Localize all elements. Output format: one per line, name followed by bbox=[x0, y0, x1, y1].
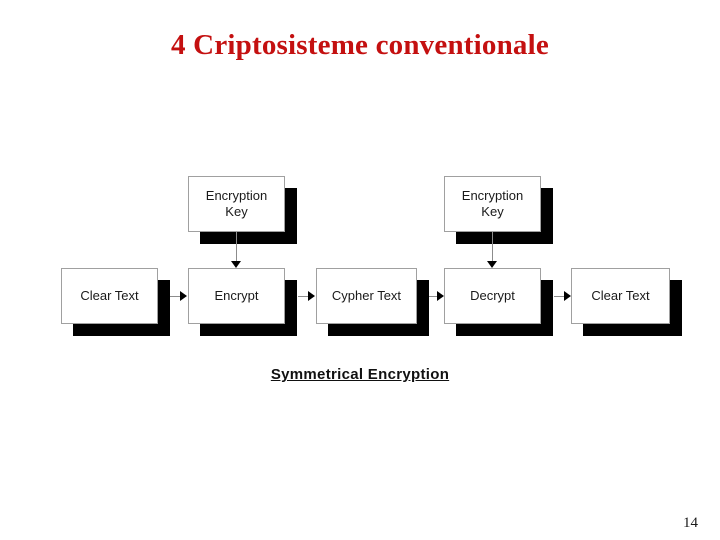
edge-key2-to-decrypt-arrow bbox=[487, 261, 497, 268]
node-encryption-key-2[interactable]: Encryption Key bbox=[444, 176, 541, 232]
node-encryption-key-1[interactable]: Encryption Key bbox=[188, 176, 285, 232]
edge-key2-to-decrypt-line bbox=[492, 232, 493, 262]
node-decrypt-label: Decrypt bbox=[470, 288, 515, 303]
edge-encrypt-to-cypher-text-arrow bbox=[308, 291, 315, 301]
edge-clear-text-in-to-encrypt-arrow bbox=[180, 291, 187, 301]
edge-cypher-text-to-decrypt-line bbox=[429, 296, 439, 297]
diagram-caption: Symmetrical Encryption bbox=[0, 366, 720, 384]
edge-key1-to-encrypt-arrow bbox=[231, 261, 241, 268]
node-decrypt[interactable]: Decrypt bbox=[444, 268, 541, 324]
diagram-caption-text: Symmetrical Encryption bbox=[270, 366, 450, 383]
node-encryption-key-1-label: Encryption Key bbox=[205, 188, 268, 219]
node-clear-text-in[interactable]: Clear Text bbox=[61, 268, 158, 324]
edge-encrypt-to-cypher-text-line bbox=[298, 296, 310, 297]
node-cypher-text[interactable]: Cypher Text bbox=[316, 268, 417, 324]
node-clear-text-out-label: Clear Text bbox=[591, 288, 650, 303]
node-clear-text-in-label: Clear Text bbox=[80, 288, 139, 303]
node-encryption-key-2-label: Encryption Key bbox=[461, 188, 524, 219]
page-title: 4 Criptosisteme conventionale bbox=[171, 29, 549, 61]
node-cypher-text-label: Cypher Text bbox=[331, 288, 402, 303]
page-number: 14 bbox=[683, 515, 698, 531]
node-encrypt[interactable]: Encrypt bbox=[188, 268, 285, 324]
edge-decrypt-to-clear-text-out-arrow bbox=[564, 291, 571, 301]
edge-clear-text-in-to-encrypt-line bbox=[170, 296, 182, 297]
edge-decrypt-to-clear-text-out-line bbox=[554, 296, 566, 297]
node-encrypt-label: Encrypt bbox=[214, 288, 259, 303]
edge-cypher-text-to-decrypt-arrow bbox=[437, 291, 444, 301]
edge-key1-to-encrypt-line bbox=[236, 232, 237, 262]
node-clear-text-out[interactable]: Clear Text bbox=[571, 268, 670, 324]
